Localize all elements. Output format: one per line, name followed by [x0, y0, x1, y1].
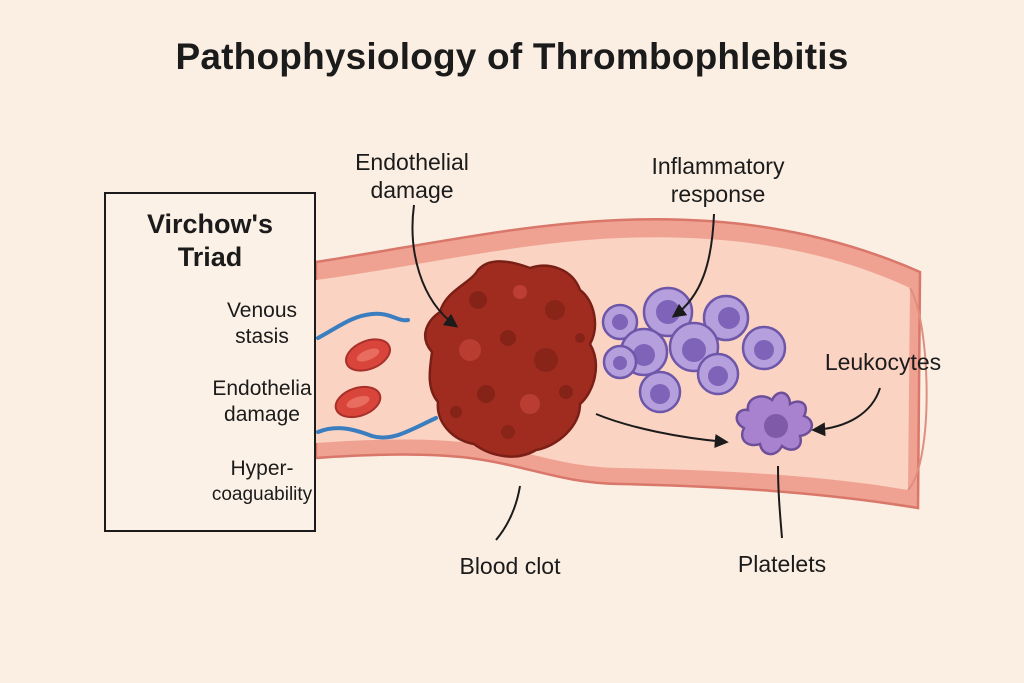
endothelial-damage-arrow	[411, 204, 459, 328]
red-blood-cell	[334, 385, 382, 419]
virchows-triad-panel: Virchow's Triad Venous stasis Endothelia…	[104, 192, 316, 532]
inflammatory-response-arrow	[671, 213, 715, 318]
blood-clot	[423, 260, 598, 458]
page-title: Pathophysiology of Thrombophlebitis	[175, 36, 849, 77]
triad-item-hypercoagulability: Hyper- coaguability	[211, 457, 313, 505]
flow-direction-arrow	[595, 413, 729, 449]
label-inflammatory-response: Inflammatory response	[651, 153, 785, 207]
blood-clot-leader	[495, 485, 521, 541]
red-blood-cell	[345, 338, 391, 372]
triad-item-endothelial-damage: Endothelia damage	[212, 377, 312, 426]
leukocyte-cluster	[601, 286, 787, 414]
label-endothelial-damage: Endothelial damage	[355, 149, 469, 203]
triad-title: Virchow's Triad	[147, 209, 273, 272]
triad-item-venous-stasis: Venous stasis	[226, 299, 298, 348]
label-platelets: Platelets	[737, 551, 827, 577]
label-leukocytes: Leukocytes	[824, 349, 942, 375]
platelets-leader	[777, 465, 783, 539]
label-blood-clot: Blood clot	[459, 553, 561, 579]
flow-line-top	[316, 311, 410, 340]
platelet	[735, 391, 813, 456]
leukocytes-arrow	[811, 387, 881, 437]
flow-line-bottom	[316, 416, 438, 440]
